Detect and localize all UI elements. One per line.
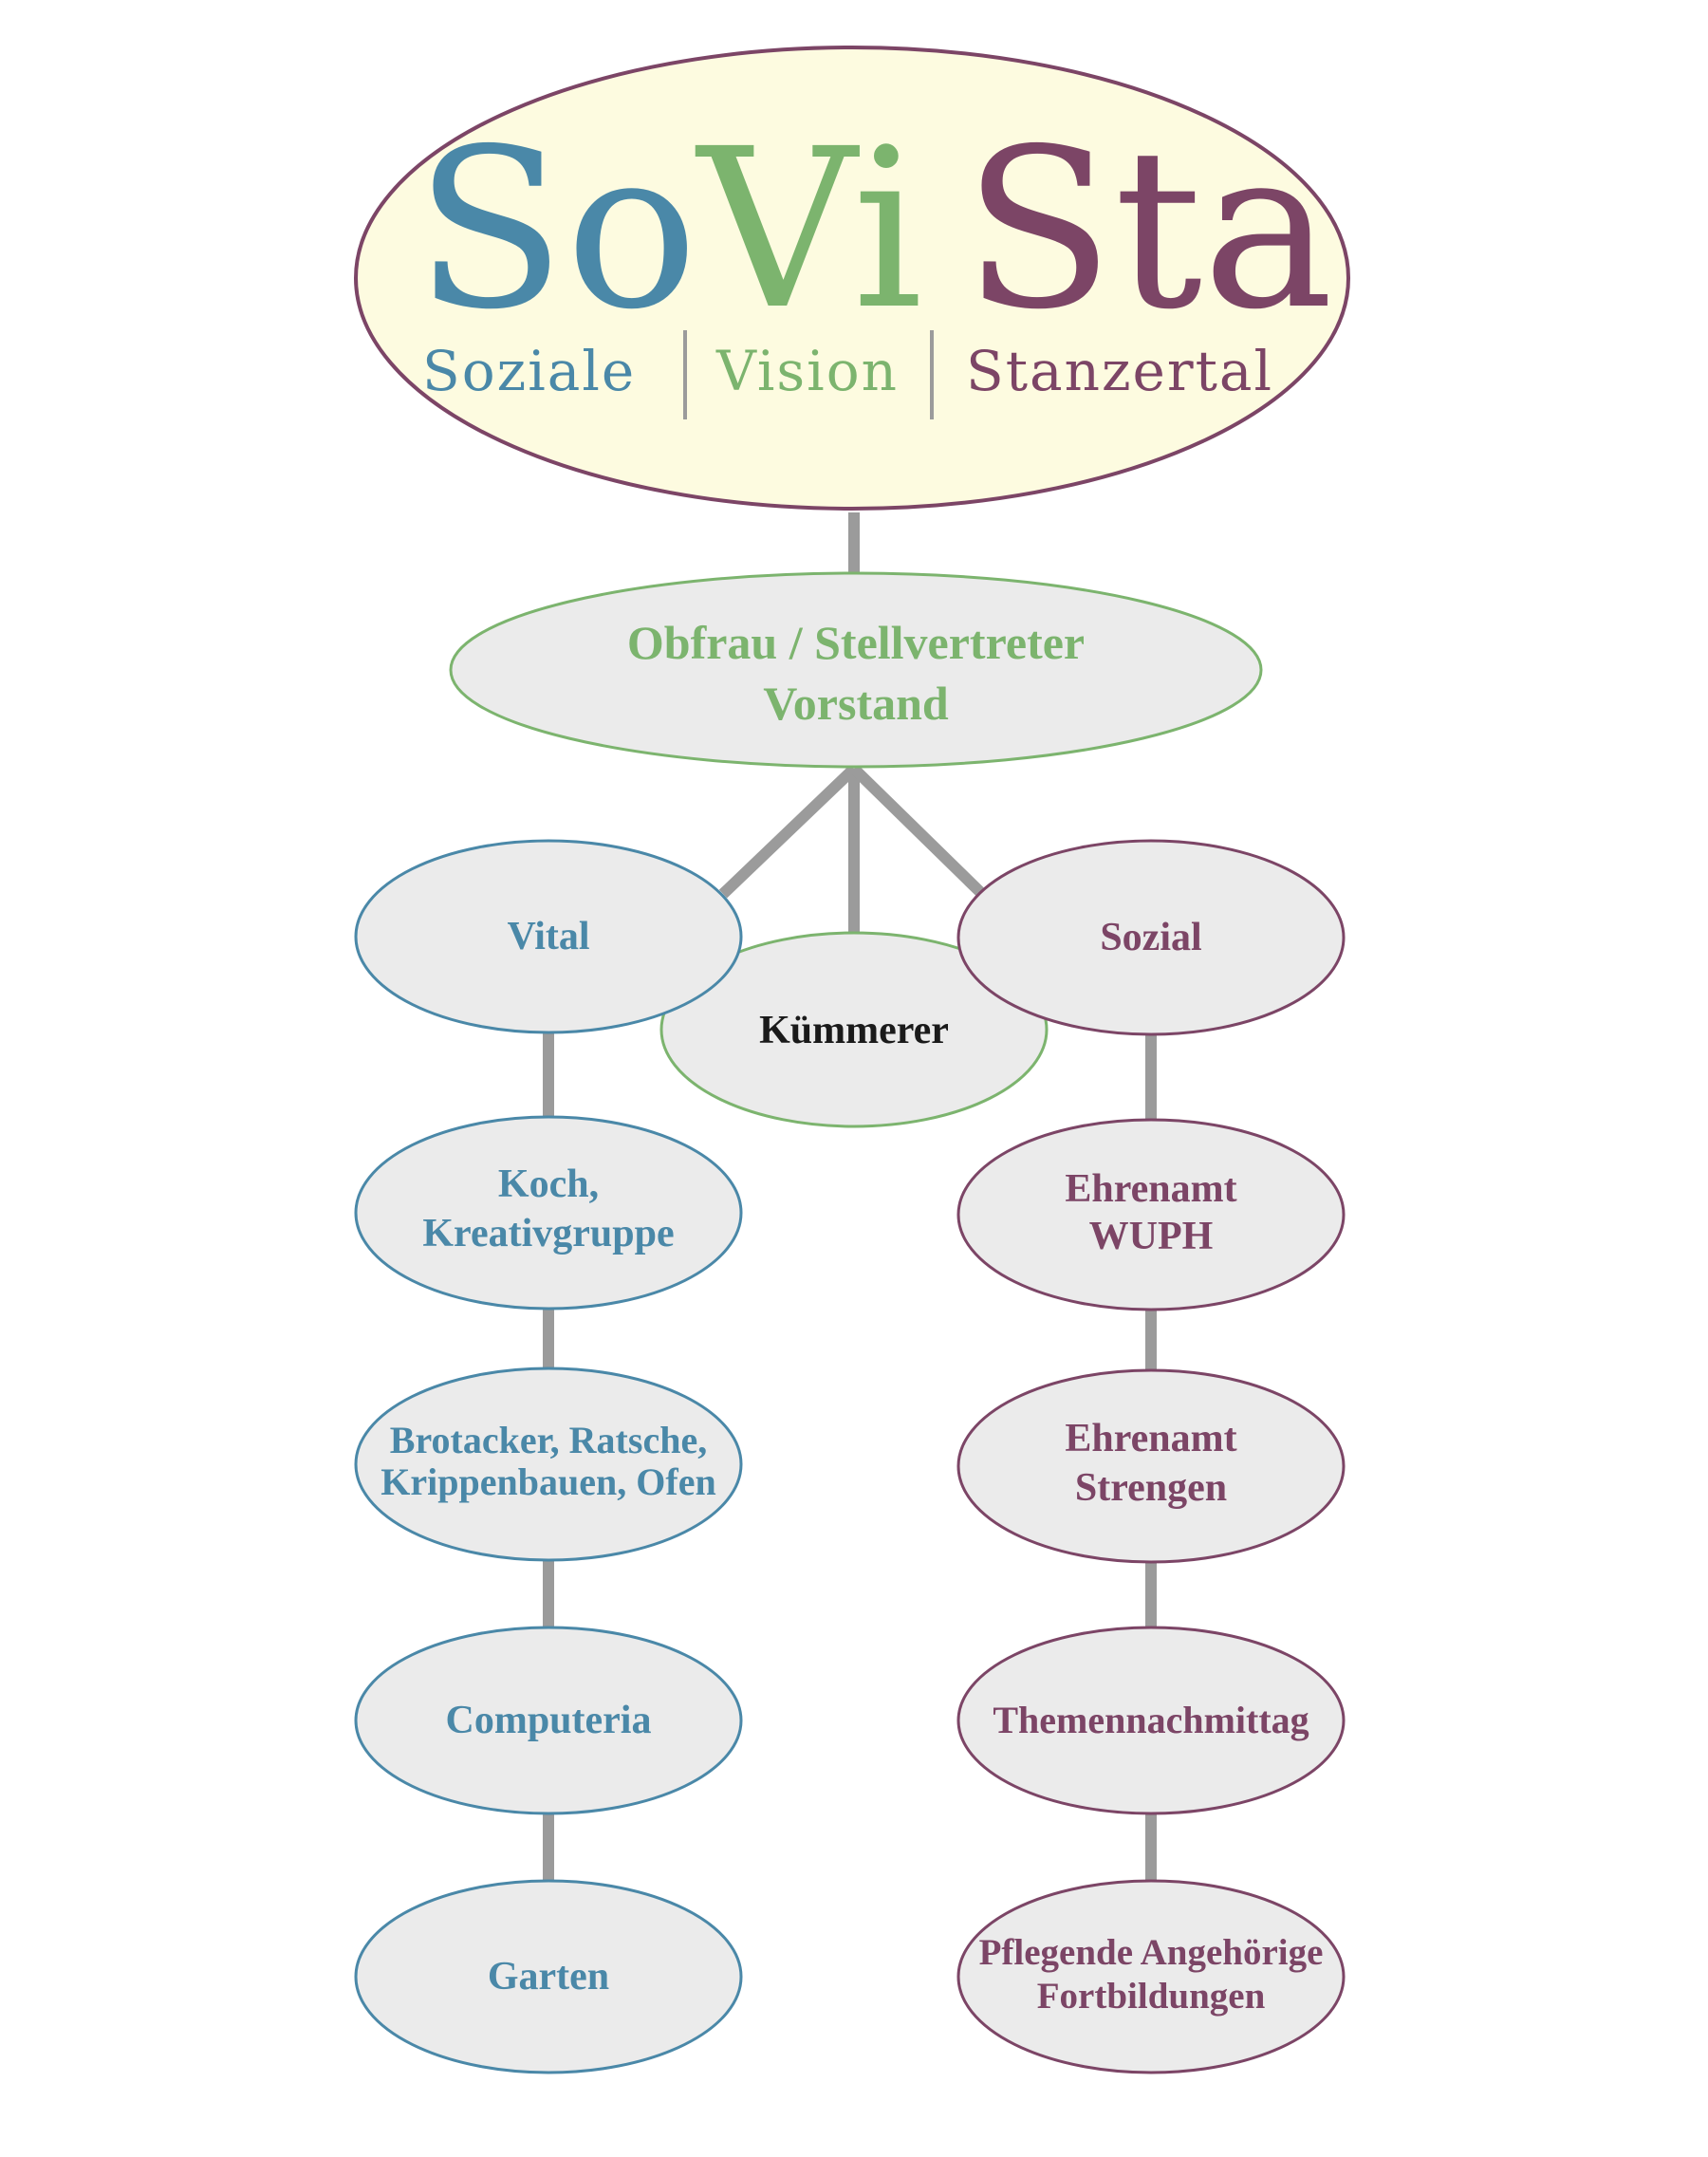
vital-label: Vital (507, 915, 589, 958)
kuemmerer-label: Kümmerer (759, 1009, 949, 1052)
sozial-item-ellipse (956, 1879, 1346, 2074)
sozial-ellipse (956, 839, 1346, 1036)
sozial-node: Sozial (956, 839, 1346, 1036)
board-line-1: Obfrau / Stellvertreter (627, 616, 1085, 669)
sozial-item-label: Fortbildungen (1037, 1976, 1266, 2017)
logo-node: So Vi Sta Soziale Vision Stanzertal (354, 46, 1350, 511)
sozial-item-ellipse (956, 1626, 1346, 1815)
sozial-item-node: Pflegende Angehörige Fortbildungen (956, 1879, 1346, 2074)
connectors (543, 512, 1157, 1881)
board-ellipse (449, 571, 1263, 769)
vital-item-label: Computeria (446, 1699, 652, 1742)
vital-item-ellipse (354, 1115, 743, 1311)
logo-so: So (415, 102, 698, 358)
sozial-item-ellipse (956, 1118, 1346, 1311)
sozial-item-node: Ehrenamt Strengen (956, 1368, 1346, 1564)
vital-item-label: Garten (488, 1955, 609, 1999)
sozial-item-label: Strengen (1075, 1466, 1227, 1510)
vital-item-ellipse (354, 1626, 743, 1815)
logo-vision: Vision (715, 339, 899, 403)
logo-ellipse (354, 46, 1350, 511)
board-line-2: Vorstand (763, 677, 949, 730)
vital-item-label: Kreativgruppe (422, 1212, 674, 1255)
vital-ellipse (354, 839, 743, 1034)
vital-item-label: Koch, (498, 1162, 599, 1206)
logo-vi: Vi (695, 102, 923, 358)
sozial-item-label: Pflegende Angehörige (979, 1932, 1324, 1973)
logo-stanzertal: Stanzertal (966, 339, 1273, 403)
sozial-item-label: Ehrenamt (1065, 1417, 1236, 1460)
logo-sta: Sta (963, 102, 1333, 358)
connector-board-sozial (849, 764, 987, 899)
sozial-item-node: Ehrenamt WUPH (956, 1118, 1346, 1311)
sozial-item-label: Themennachmittag (993, 1699, 1309, 1741)
sozial-label: Sozial (1100, 916, 1201, 959)
vital-item-node: Garten (354, 1879, 743, 2074)
vital-item-node: Computeria (354, 1626, 743, 1815)
vital-item-ellipse (354, 1367, 743, 1562)
sozial-item-ellipse (956, 1368, 1346, 1564)
sozial-item-label: Ehrenamt (1065, 1167, 1236, 1211)
kuemmerer-node: Kümmerer (659, 931, 1049, 1128)
board-node: Obfrau / Stellvertreter Vorstand (449, 571, 1263, 769)
logo-soziale: Soziale (422, 339, 636, 403)
vital-node: Vital (354, 839, 743, 1034)
vital-item-node: Brotacker, Ratsche, Krippenbauen, Ofen (354, 1367, 743, 1562)
vital-item-label: Brotacker, Ratsche, (390, 1419, 707, 1461)
sozial-item-label: WUPH (1089, 1215, 1214, 1258)
vital-item-label: Krippenbauen, Ofen (381, 1460, 715, 1503)
kuemmerer-ellipse (659, 931, 1049, 1128)
connector-board-vital (718, 764, 859, 899)
sozial-item-node: Themennachmittag (956, 1626, 1346, 1815)
vital-item-ellipse (354, 1879, 743, 2074)
vital-item-node: Koch, Kreativgruppe (354, 1115, 743, 1311)
